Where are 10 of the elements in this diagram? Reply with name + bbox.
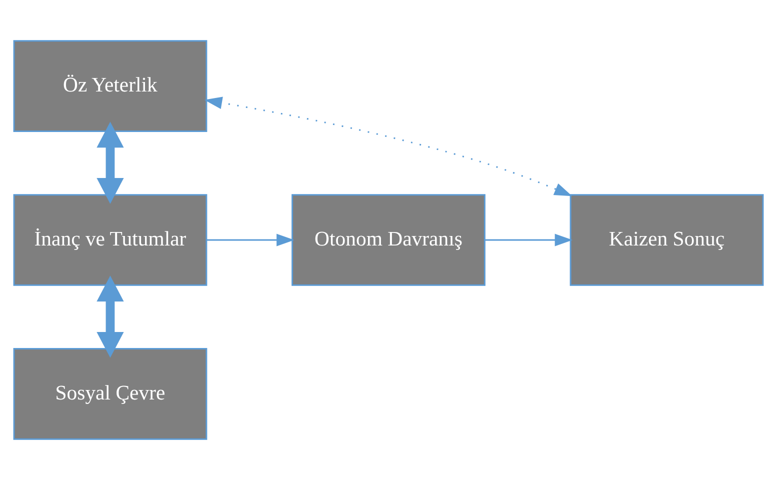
arrow [96,276,124,358]
node-box: İnanç ve Tutumlar [13,194,208,286]
node-box: Sosyal Çevre [13,348,208,440]
arrow [484,234,573,246]
arrow [96,122,124,204]
arrow [204,96,572,196]
arrow [206,234,294,246]
node-box: Otonom Davranış [292,194,486,286]
node-box: Kaizen Sonuç [570,194,764,286]
node-box: Öz Yeterlik [13,40,208,132]
